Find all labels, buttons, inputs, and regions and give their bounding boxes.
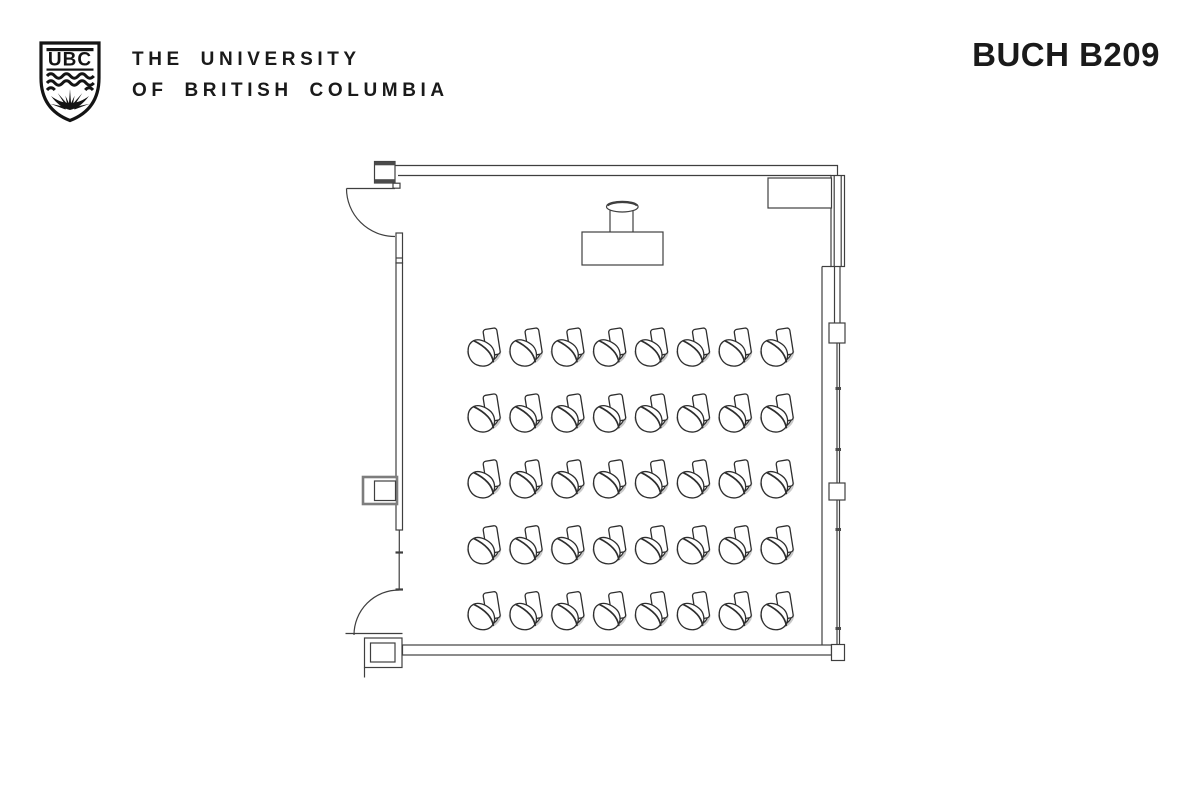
chair bbox=[552, 328, 584, 366]
chair bbox=[594, 591, 626, 629]
chair bbox=[468, 328, 500, 366]
chair bbox=[636, 459, 668, 497]
chair bbox=[468, 591, 500, 629]
wordmark-line-1: THE UNIVERSITY bbox=[132, 49, 361, 70]
chair bbox=[677, 591, 709, 629]
chair bbox=[510, 525, 542, 563]
chair bbox=[761, 591, 793, 629]
chair bbox=[552, 591, 584, 629]
chair bbox=[468, 525, 500, 563]
chair bbox=[594, 394, 626, 432]
door-top-left bbox=[345, 187, 396, 238]
chair bbox=[594, 328, 626, 366]
wall-bottom bbox=[401, 644, 833, 656]
chair bbox=[468, 394, 500, 432]
crest-ray bbox=[58, 101, 68, 109]
chair bbox=[677, 394, 709, 432]
chair bbox=[719, 328, 751, 366]
crest-ray bbox=[68, 89, 72, 106]
chair bbox=[636, 525, 668, 563]
chair bbox=[510, 591, 542, 629]
crest-ray bbox=[65, 95, 70, 106]
door-bottom-left bbox=[345, 551, 403, 636]
wall-box-bottom-right bbox=[830, 643, 846, 662]
crest-ray bbox=[71, 93, 83, 107]
chair bbox=[761, 394, 793, 432]
crest-sunburst bbox=[50, 89, 90, 110]
brand-header: UBC bbox=[38, 40, 102, 124]
crest-monogram: UBC bbox=[48, 50, 92, 71]
chair bbox=[761, 459, 793, 497]
wordmark-line-2: OF BRITISH COLUMBIA bbox=[132, 80, 449, 101]
crest-waves bbox=[45, 72, 95, 92]
chairs-grid bbox=[468, 328, 793, 630]
chair bbox=[552, 394, 584, 432]
pilaster-top-left bbox=[373, 160, 401, 189]
wall-left bbox=[395, 232, 404, 552]
floor-plan bbox=[345, 160, 846, 678]
room-title: BUCH B209 bbox=[972, 36, 1160, 73]
chair bbox=[468, 459, 500, 497]
crest-ray bbox=[50, 103, 67, 110]
window-mullion-1 bbox=[828, 322, 846, 344]
chair bbox=[594, 525, 626, 563]
chair bbox=[510, 328, 542, 366]
chair bbox=[510, 394, 542, 432]
chair bbox=[677, 459, 709, 497]
wall-top bbox=[395, 164, 839, 177]
crest-shield-outline bbox=[39, 41, 101, 123]
chair bbox=[677, 328, 709, 366]
window-mullion-2 bbox=[828, 482, 846, 501]
chair bbox=[677, 525, 709, 563]
chair bbox=[594, 459, 626, 497]
chair bbox=[636, 394, 668, 432]
crest-ray bbox=[70, 95, 75, 106]
crest-ray bbox=[57, 93, 69, 107]
counter-top-right bbox=[767, 177, 833, 209]
university-wordmark: THE UNIVERSITY OF BRITISH COLUMBIA bbox=[132, 44, 449, 106]
chair bbox=[552, 525, 584, 563]
chair bbox=[719, 394, 751, 432]
crest-ray bbox=[73, 103, 90, 110]
chair bbox=[761, 525, 793, 563]
chair bbox=[761, 328, 793, 366]
chair bbox=[719, 459, 751, 497]
lectern bbox=[581, 200, 664, 266]
window-wall-right bbox=[821, 174, 846, 645]
ubc-crest-logo: UBC bbox=[39, 41, 101, 123]
chair bbox=[719, 525, 751, 563]
crest-rule bbox=[46, 68, 94, 71]
chair bbox=[510, 459, 542, 497]
chair bbox=[636, 591, 668, 629]
crest-top-bar bbox=[46, 48, 94, 52]
chair bbox=[552, 459, 584, 497]
wall-box-bottom-left bbox=[363, 637, 403, 678]
chair bbox=[636, 328, 668, 366]
crest-ray bbox=[72, 101, 82, 109]
chair bbox=[719, 591, 751, 629]
wall-box-left bbox=[361, 475, 399, 506]
